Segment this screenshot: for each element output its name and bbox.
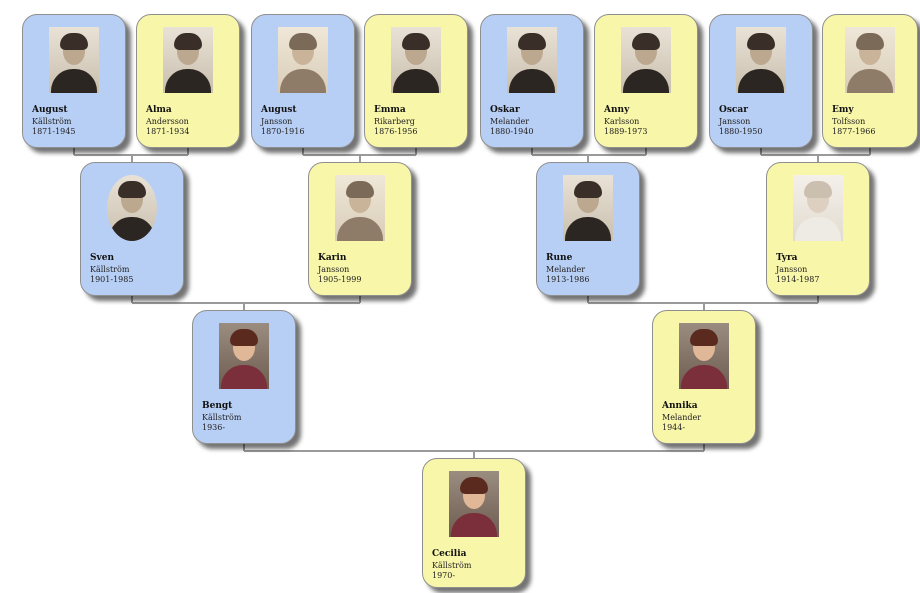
person-surname: Tolfsson xyxy=(832,117,866,126)
person-life-years: 1871-1945 xyxy=(32,127,76,136)
person-life-years: 1870-1916 xyxy=(261,127,305,136)
person-first-name: Anny xyxy=(604,105,630,115)
portrait-photo xyxy=(736,27,786,93)
person-life-years: 1877-1966 xyxy=(832,127,876,136)
person-surname: Jansson xyxy=(318,265,350,274)
person-surname: Melander xyxy=(662,413,702,422)
person-first-name: Cecilia xyxy=(432,549,467,559)
person-first-name: Oskar xyxy=(490,105,520,115)
portrait-photo xyxy=(335,175,385,241)
person-surname: Karlsson xyxy=(604,117,640,126)
person-first-name: Rune xyxy=(546,253,573,263)
person-life-years: 1936- xyxy=(202,423,226,432)
portrait-photo xyxy=(679,323,729,389)
person-first-name: Annika xyxy=(662,401,698,411)
person-first-name: August xyxy=(32,105,68,115)
portrait-photo xyxy=(507,27,557,93)
portrait-photo xyxy=(219,323,269,389)
person-first-name: Alma xyxy=(146,105,172,115)
person-first-name: Oscar xyxy=(719,105,748,115)
person-first-name: August xyxy=(261,105,297,115)
portrait-photo xyxy=(163,27,213,93)
person-first-name: Emma xyxy=(374,105,406,115)
person-surname: Melander xyxy=(490,117,530,126)
person-life-years: 1970- xyxy=(432,571,456,580)
person-surname: Andersson xyxy=(146,117,189,126)
portrait-photo xyxy=(391,27,441,93)
portrait-photo xyxy=(107,175,157,241)
person-surname: Melander xyxy=(546,265,586,274)
portrait-photo xyxy=(49,27,99,93)
person-surname: Jansson xyxy=(719,117,751,126)
portrait-photo xyxy=(621,27,671,93)
person-first-name: Emy xyxy=(832,105,854,115)
person-life-years: 1880-1950 xyxy=(719,127,763,136)
person-surname: Källström xyxy=(32,117,72,126)
person-first-name: Tyra xyxy=(776,253,798,263)
person-surname: Rikarberg xyxy=(374,117,415,126)
person-surname: Källström xyxy=(432,561,472,570)
person-life-years: 1876-1956 xyxy=(374,127,418,136)
person-surname: Källström xyxy=(90,265,130,274)
person-life-years: 1914-1987 xyxy=(776,275,820,284)
person-life-years: 1871-1934 xyxy=(146,127,190,136)
person-surname: Jansson xyxy=(261,117,293,126)
person-surname: Källström xyxy=(202,413,242,422)
person-life-years: 1889-1973 xyxy=(604,127,648,136)
portrait-photo xyxy=(845,27,895,93)
person-first-name: Karin xyxy=(318,253,347,263)
portrait-photo xyxy=(793,175,843,241)
portrait-photo xyxy=(449,471,499,537)
person-life-years: 1913-1986 xyxy=(546,275,590,284)
person-first-name: Sven xyxy=(90,253,114,263)
person-first-name: Bengt xyxy=(202,401,233,411)
person-life-years: 1944- xyxy=(662,423,686,432)
person-surname: Jansson xyxy=(776,265,808,274)
person-life-years: 1905-1999 xyxy=(318,275,362,284)
portrait-photo xyxy=(563,175,613,241)
portrait-photo xyxy=(278,27,328,93)
person-life-years: 1880-1940 xyxy=(490,127,534,136)
person-life-years: 1901-1985 xyxy=(90,275,134,284)
